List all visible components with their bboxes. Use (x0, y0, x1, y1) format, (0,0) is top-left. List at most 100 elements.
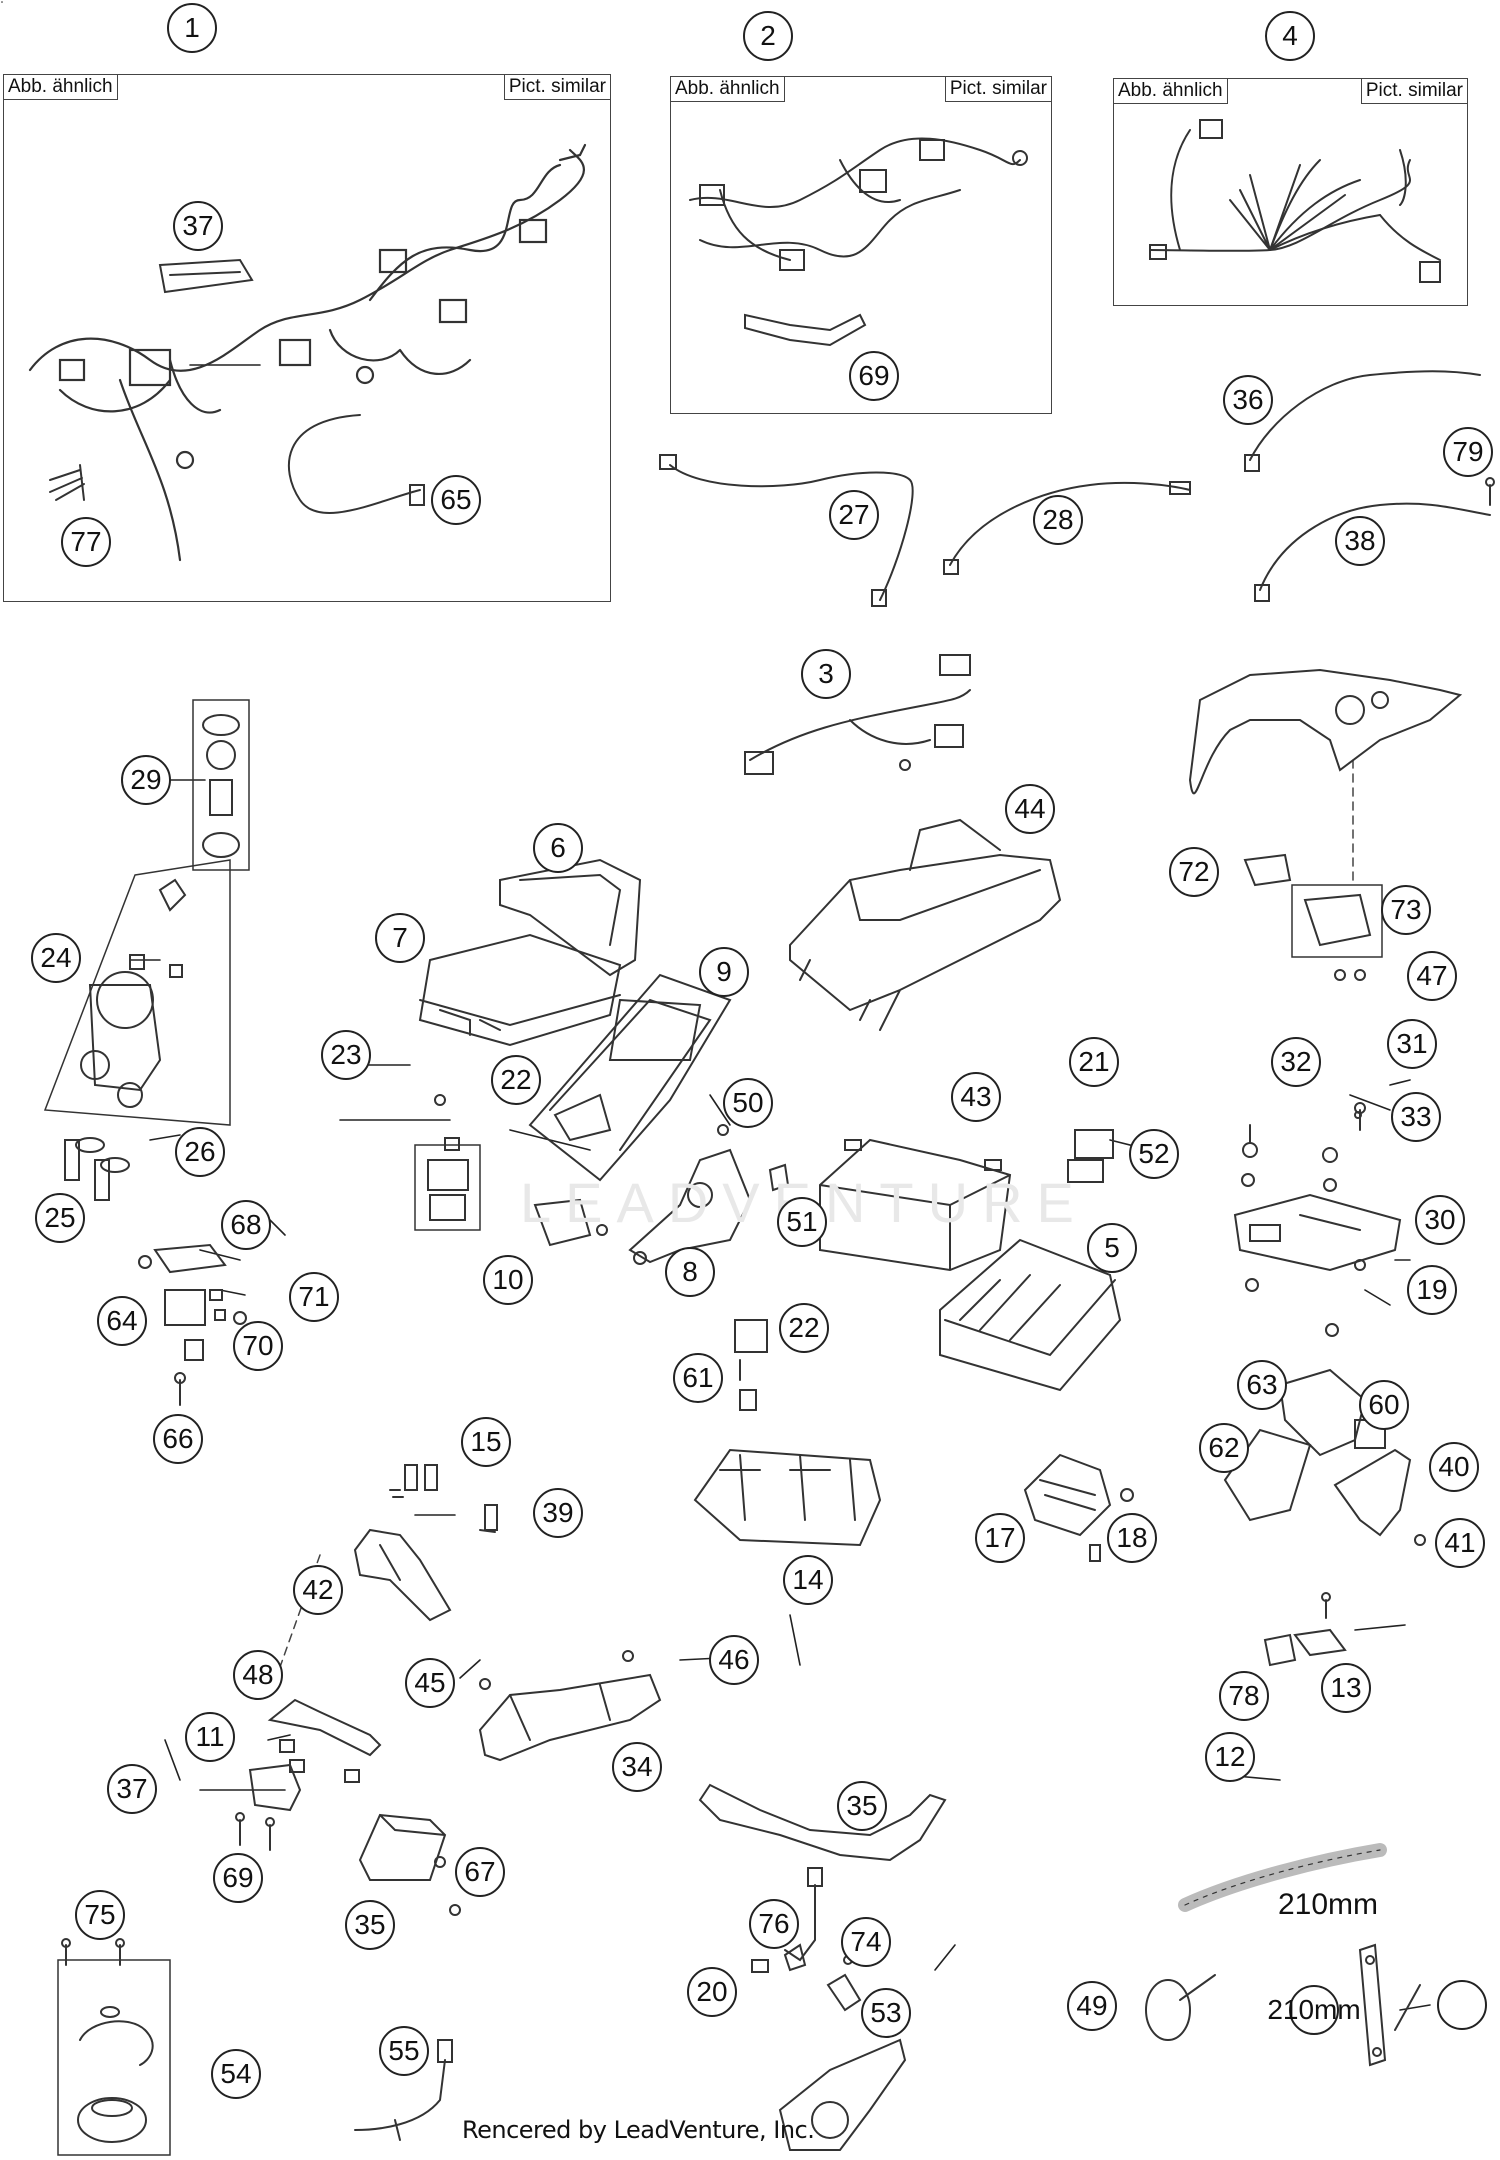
screw-66-left (174, 1372, 186, 1406)
bracket-69-lower (698, 1783, 947, 1862)
callout: 62 (1199, 1423, 1249, 1473)
callout: 43 (951, 1072, 1001, 1122)
module-63 (1223, 1428, 1312, 1522)
swingarm-cover (778, 2038, 907, 2151)
callout: 50 (723, 1078, 773, 1128)
callout: 75 (75, 1890, 125, 1940)
callout: 46 (709, 1635, 759, 1685)
callout: 73 (1381, 885, 1431, 935)
spiral-sleeve (1178, 1843, 1387, 1912)
callout: 26 (175, 1127, 225, 1177)
callout: 39 (533, 1488, 583, 1538)
switch-64-center (734, 1319, 768, 1411)
clip-74 (826, 1973, 862, 2012)
callout: 72 (1169, 847, 1219, 897)
cable-53 (354, 2039, 453, 2141)
ecu-7 (418, 933, 622, 1047)
nut-48 (622, 1650, 634, 1662)
callout: 20 (687, 1967, 737, 2017)
group-frame-2: Abb. ähnlich Pict. similar (670, 76, 1052, 414)
bolt-76 (751, 1959, 769, 1973)
callout: 37 (107, 1764, 157, 1814)
group-box-73 (1291, 884, 1383, 958)
callout (1437, 1980, 1487, 2030)
callout: 5 (1087, 1223, 1137, 1273)
callout: 4 (1265, 11, 1315, 61)
fuse-holder-15 (353, 1528, 452, 1622)
ecu-30 (1233, 1193, 1402, 1272)
callout: 70 (233, 1321, 283, 1371)
rear-bracket (1188, 668, 1463, 795)
fasteners-23-21 (434, 1094, 460, 1151)
callout: 7 (375, 913, 425, 963)
group-box-20 (57, 1959, 171, 2156)
rod-42 (267, 1698, 382, 1757)
frame-label-de: Abb. ähnlich (1114, 79, 1228, 104)
callout: 41 (1435, 1518, 1485, 1568)
frame-label-en: Pict. similar (1360, 79, 1467, 104)
module-22-right (1278, 1368, 1367, 1457)
bracket-68 (138, 1243, 227, 1274)
clip-72 (1243, 853, 1292, 887)
callout: 77 (61, 517, 111, 567)
callout: 48 (233, 1650, 283, 1700)
bracket-69-top (744, 313, 867, 347)
callout: 6 (533, 823, 583, 873)
bracket-60 (1333, 1448, 1412, 1537)
callout: 15 (461, 1417, 511, 1467)
callout: 54 (211, 2049, 261, 2099)
bracket-37-top (158, 258, 254, 294)
frame-label-de: Abb. ähnlich (671, 77, 785, 102)
regulator-40 (1023, 1453, 1112, 1537)
battery-holder-44 (789, 818, 1062, 1031)
horn-20 (77, 2006, 154, 2143)
sensor-67 (783, 1867, 823, 1972)
render-credit: Rencered by LeadVenture, Inc. (462, 2116, 815, 2144)
callout: 52 (1129, 1129, 1179, 1179)
callout: 78 (1219, 1671, 1269, 1721)
frame-label-en: Pict. similar (503, 75, 610, 100)
callout: 30 (1415, 1195, 1465, 1245)
callout: 44 (1005, 784, 1055, 834)
callout: 22 (779, 1303, 829, 1353)
callout: 31 (1387, 1019, 1437, 1069)
callout: 27 (829, 490, 879, 540)
washer-26 (75, 1137, 130, 1173)
group-frame-4: Abb. ähnlich Pict. similar (1113, 78, 1468, 306)
screws-41 (1089, 1488, 1134, 1562)
callout: 28 (1033, 495, 1083, 545)
battery-43 (819, 1138, 1012, 1272)
callout: 10 (483, 1255, 533, 1305)
callout: 63 (1237, 1360, 1287, 1410)
callout: 22 (491, 1055, 541, 1105)
callout: 47 (1407, 951, 1457, 1001)
screw-62 (1414, 1534, 1426, 1546)
screw-50 (717, 1124, 729, 1136)
callout: 36 (1223, 375, 1273, 425)
callout: 11 (185, 1712, 235, 1762)
wiring-harness-4 (1149, 119, 1441, 283)
callout: 3 (801, 649, 851, 699)
callout: 23 (321, 1030, 371, 1080)
callout: 38 (1335, 516, 1385, 566)
bolt-79 (1485, 477, 1495, 506)
cable-tie-54 (1145, 1974, 1216, 2041)
nut-19 (1354, 1259, 1366, 1271)
group-box-24 (43, 859, 231, 1126)
relay-52 (1067, 1129, 1114, 1183)
clip-51 (768, 1163, 790, 1192)
wiring-harness-2 (689, 137, 1028, 271)
callout: 21 (1069, 1037, 1119, 1087)
sheet-9 (528, 973, 732, 1182)
callout: 12 (1205, 1732, 1255, 1782)
length-note: 210mm (1278, 1888, 1379, 1921)
callout: 76 (749, 1899, 799, 1949)
sub-harness-77 (49, 464, 85, 501)
callout: 67 (455, 1847, 505, 1897)
callout: 69 (849, 351, 899, 401)
callout: 71 (289, 1272, 339, 1322)
callout: 13 (1321, 1663, 1371, 1713)
callout: 35 (837, 1781, 887, 1831)
callout: 1 (167, 3, 217, 53)
cable-36 (1244, 370, 1481, 472)
